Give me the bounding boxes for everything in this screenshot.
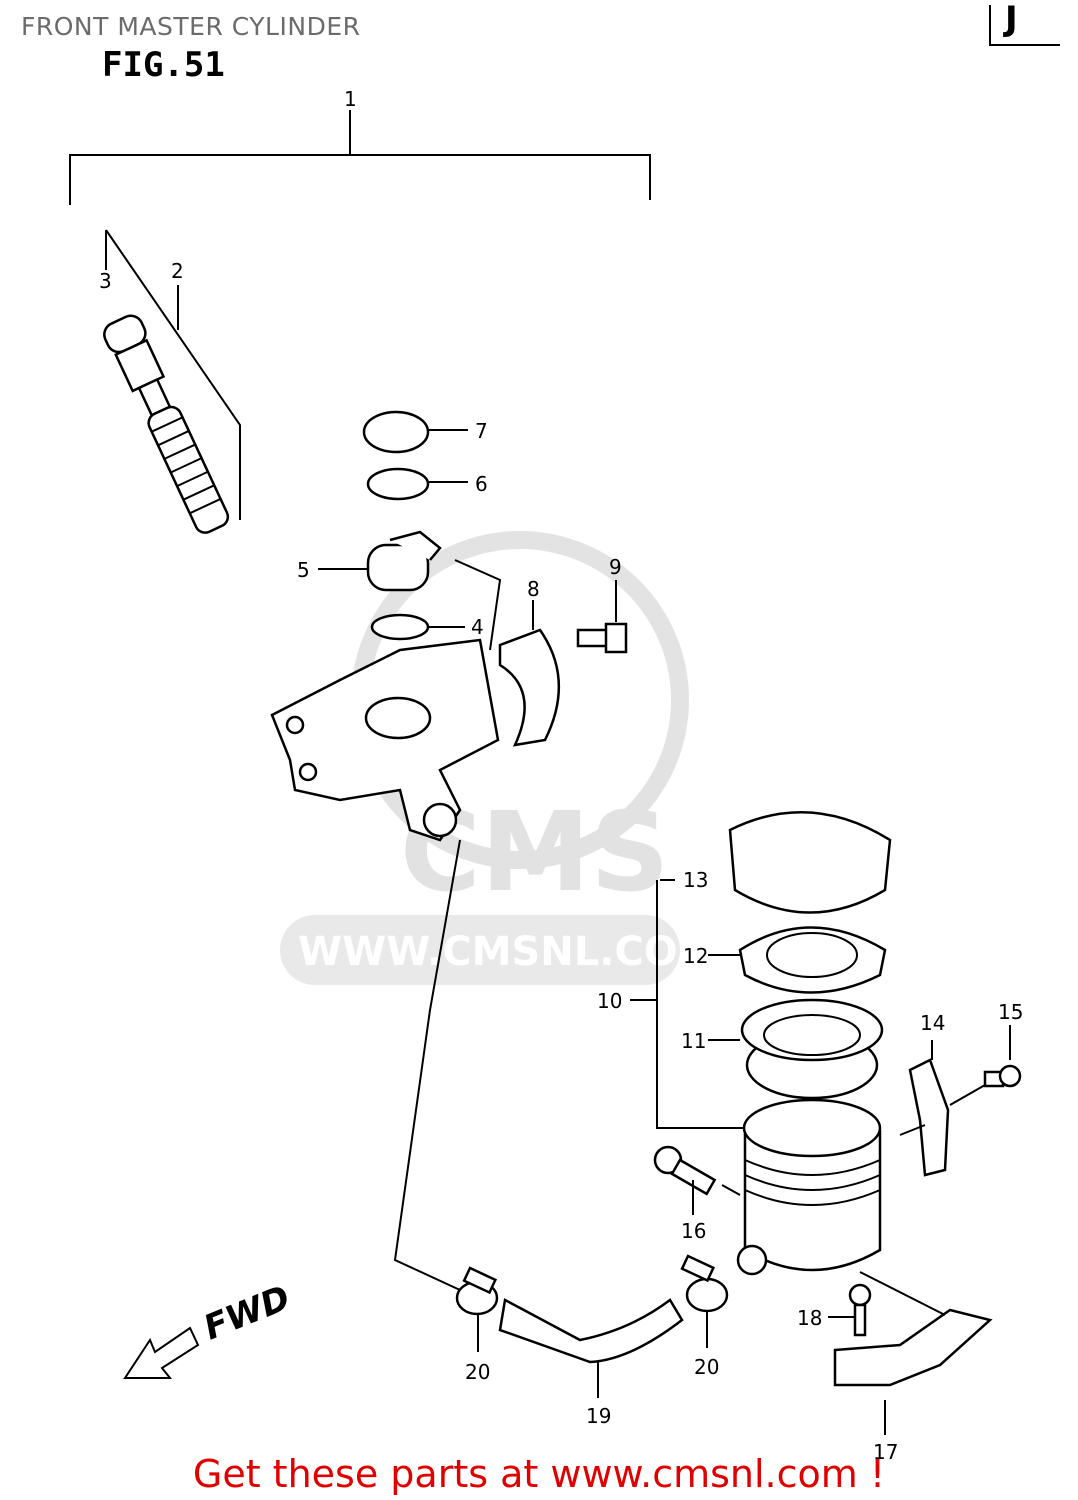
part-10-reservoir	[736, 1098, 882, 1276]
section-marker: J	[989, 0, 1060, 46]
part-4-o-ring	[370, 613, 430, 641]
callout-7: 7	[475, 419, 488, 443]
callout-11: 11	[681, 1029, 706, 1053]
watermark: CMS WWW.CMSNL.COM	[280, 531, 718, 985]
diagram-title: FRONT MASTER CYLINDER	[21, 12, 361, 41]
part-17-bracket	[833, 1308, 993, 1387]
callout-5: 5	[297, 558, 310, 582]
callout-6: 6	[475, 472, 488, 496]
part-5-fitting	[366, 543, 430, 592]
callout-1: 1	[344, 87, 357, 111]
callout-18: 18	[797, 1306, 822, 1330]
callout-20-left: 20	[465, 1360, 490, 1384]
fwd-label: FWD	[198, 1278, 295, 1348]
promo-link[interactable]: Get these parts at www.cmsnl.com !	[192, 1452, 886, 1496]
callout-12: 12	[683, 944, 708, 968]
callout-2: 2	[171, 259, 184, 283]
callout-10: 10	[597, 989, 622, 1013]
part-14-bracket	[908, 1058, 950, 1177]
callout-8: 8	[527, 577, 540, 601]
watermark-text: WWW.CMSNL.COM	[298, 929, 718, 975]
callout-20-right: 20	[694, 1355, 719, 1379]
callout-17: 17	[873, 1440, 898, 1464]
callout-9: 9	[609, 555, 622, 579]
part-20-clamp-left	[455, 1266, 499, 1352]
part-8-holder	[498, 628, 560, 747]
figure-number: FIG.51	[102, 45, 225, 85]
callout-19: 19	[586, 1404, 611, 1428]
part-7-cap	[362, 410, 430, 454]
fwd-arrow-icon: FWD	[123, 1278, 296, 1379]
callout-labels: 1 2 3 4 5 6 7 8 9 10 11 12 13 14 15 16 1…	[99, 87, 1023, 1464]
callout-16: 16	[681, 1219, 706, 1243]
callout-13: 13	[683, 868, 708, 892]
part-6-clip	[366, 467, 430, 501]
part-11-diaphragm	[740, 998, 884, 1100]
part-18-bolt	[828, 1283, 872, 1337]
part-16-bolt	[653, 1145, 741, 1215]
callout-3: 3	[99, 269, 112, 293]
callout-15: 15	[998, 1000, 1023, 1024]
callout-14: 14	[920, 1011, 945, 1035]
master-cylinder-body	[270, 638, 500, 842]
callout-4: 4	[471, 615, 484, 639]
part-12-plate	[738, 926, 887, 994]
part-15-screw	[983, 1064, 1022, 1088]
part-9-bolt	[576, 580, 628, 654]
part-13-reservoir-cap	[728, 810, 892, 914]
part-20-clamp-right	[680, 1254, 729, 1348]
section-letter: J	[1003, 0, 1018, 39]
part-19-hose	[498, 1298, 684, 1364]
piston-assembly	[103, 229, 241, 534]
